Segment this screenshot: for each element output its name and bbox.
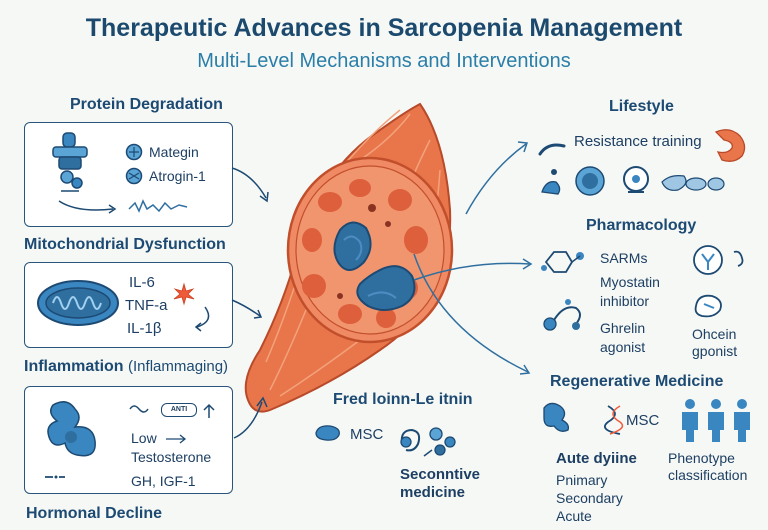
up-arrow-icon [203, 403, 215, 418]
lifestyle-heading: Lifestyle [609, 98, 674, 115]
arrow-hormonal-to-muscle [233, 396, 268, 439]
wave-icon [129, 405, 149, 413]
acute-label: Acute [556, 508, 592, 524]
arrow-to-lifestyle [465, 141, 529, 215]
il6-label: IL-6 [129, 274, 155, 291]
hormonal-decline-heading: Hormonal Decline [26, 505, 163, 522]
dna-icon [604, 405, 624, 435]
immune-cell-icon [47, 401, 96, 457]
regen-cell-icon [543, 402, 570, 432]
center-msc-label: MSC [350, 426, 384, 443]
phenotype-label: Phenotype [668, 450, 735, 466]
stem-cell-icon [315, 425, 340, 441]
regen-label-line2: medicine [400, 484, 466, 501]
agonist-label: agonist [600, 339, 646, 355]
resistance-training-label: Resistance training [574, 133, 702, 150]
pharmacology-heading: Pharmacology [586, 217, 697, 234]
anti-badge: ANTI [161, 403, 197, 417]
inflammaging-note: (Inflammaging) [128, 358, 229, 375]
arrow-protein-to-muscle [231, 167, 269, 203]
mitochondrion-icon [37, 280, 119, 326]
testosterone-label: Testosterone [131, 449, 212, 465]
muscle-cross-section-icon [244, 102, 454, 413]
myostatin-label: Myostatin [600, 274, 660, 290]
degradation-arrow-icon [58, 199, 188, 214]
ohcein-label: Ohcein [692, 326, 737, 342]
regen-label-line1: Seconntive [400, 466, 481, 483]
low-label: Low [131, 430, 157, 446]
people-icon [682, 399, 750, 442]
ghrelin-label: Ghrelin [600, 320, 646, 336]
page-subtitle: Multi-Level Mechanisms and Interventions [197, 50, 571, 72]
inflammation-heading-group: Inflammation (Inflammaging) [24, 358, 228, 376]
inflammation-heading: Inflammation [24, 358, 124, 375]
il1b-label: IL-1β [127, 320, 162, 337]
aute-dyiine-label: Aute dyiine [556, 450, 637, 467]
classification-label: classification [668, 467, 748, 483]
exercise-band-icon [538, 143, 566, 156]
protein-degradation-box: Mategin Atrogin-1 [24, 122, 233, 227]
inflammation-box: ANTI Low Testosterone GH, IGF-1 [24, 386, 233, 494]
regen-msc-label: MSC [626, 412, 660, 429]
sarms-molecule-icon [541, 251, 584, 273]
primary-label: Pnimary [556, 472, 608, 488]
ghrelin-molecule-icon [543, 299, 581, 331]
inhibitor-label: inhibitor [600, 293, 650, 309]
mitochondrial-box: IL-6 TNF-a IL-1β [24, 262, 233, 348]
curved-arrow-icon [194, 306, 210, 332]
regenerative-medicine-heading: Regenerative Medicine [550, 373, 724, 390]
gh-igf-label: GH, IGF-1 [131, 473, 196, 489]
lifestyle-icons-row [541, 166, 725, 196]
secondary-label: Secondary [556, 490, 623, 506]
antibody-icon [693, 245, 744, 275]
page-title: Therapeutic Advances in Sarcopenia Manag… [85, 14, 683, 42]
proteasome-icon [52, 132, 88, 192]
arrow-to-pharmacology [413, 258, 533, 281]
flexed-arm-icon [714, 129, 746, 162]
center-bottom-heading: Fred loinn-Le itnin [333, 391, 473, 408]
mategin-label: Mategin [149, 144, 199, 160]
cell-cluster-icon [400, 427, 456, 457]
tnfa-label: TNF-a [125, 297, 168, 314]
inflammation-burst-icon [173, 282, 195, 306]
gponist-label: gponist [692, 343, 738, 359]
arrow-mito-to-muscle [231, 299, 263, 319]
right-arrow-icon [166, 434, 187, 444]
mategin-icon [125, 143, 143, 161]
receptor-icon [694, 294, 722, 318]
arrow-to-regenerative [413, 253, 531, 375]
protein-degradation-heading: Protein Degradation [70, 96, 223, 113]
atrogin-label: Atrogin-1 [149, 168, 206, 184]
atrogin-icon [125, 167, 143, 185]
small-marks-icon [45, 475, 65, 479]
sarms-label: SARMs [600, 250, 648, 266]
mitochondrial-dysfunction-heading: Mitochondrial Dysfunction [24, 236, 226, 253]
